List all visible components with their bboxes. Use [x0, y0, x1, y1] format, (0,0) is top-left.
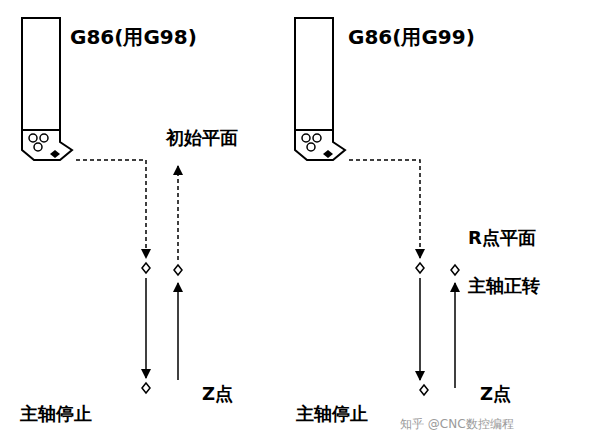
tool-path — [349, 160, 455, 388]
watermark: 知乎 @CNC数控编程 — [400, 418, 514, 431]
state-label: 主轴停止 — [296, 404, 368, 424]
state-label: 主轴正转 — [468, 276, 540, 296]
cycle-title: G86(用G98) — [70, 26, 197, 48]
plane-label: R点平面 — [468, 228, 536, 248]
point-marker — [416, 263, 459, 395]
boring-tool — [22, 18, 72, 160]
point-label: Z点 — [480, 384, 511, 404]
boring-tool — [295, 18, 345, 160]
state-label: 主轴停止 — [20, 404, 92, 424]
plane-label: 初始平面 — [166, 128, 238, 148]
point-label: Z点 — [202, 384, 233, 404]
cycle-title: G86(用G99) — [348, 26, 475, 48]
point-marker — [142, 263, 182, 393]
tool-path — [76, 160, 178, 380]
